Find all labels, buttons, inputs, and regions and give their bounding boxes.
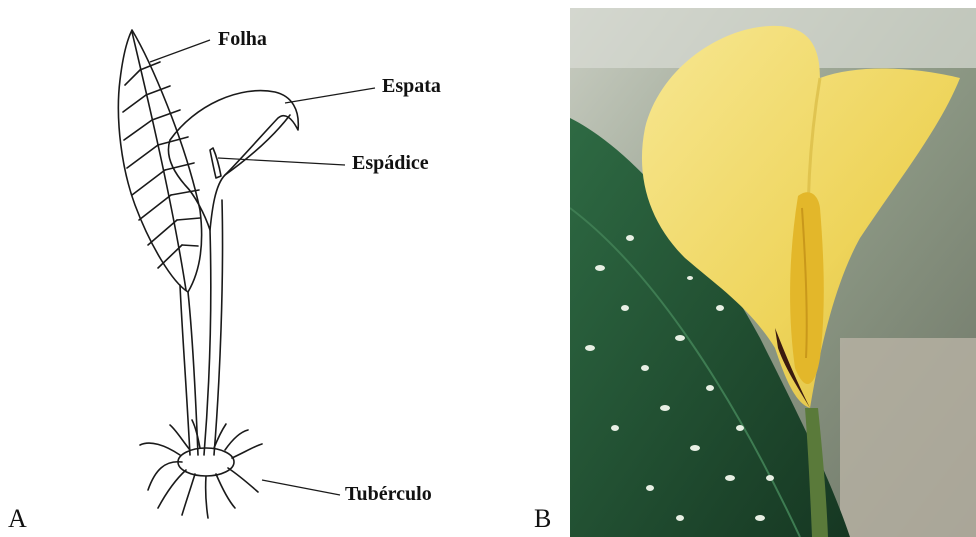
leader-espata (285, 88, 375, 103)
flower-stalk (204, 230, 211, 455)
leader-folha (150, 40, 210, 62)
leader-tuberculo (262, 480, 340, 495)
label-tuberculo: Tubérculo (345, 483, 432, 506)
spathe-outline (168, 91, 298, 230)
panel-letter-a: A (8, 504, 27, 534)
calla-lily-photo (570, 8, 976, 537)
plant-drawing (0, 0, 560, 537)
label-espadice: Espádice (352, 152, 429, 175)
diagram-panel: Folha Espata Espádice Tubérculo A (0, 0, 560, 537)
label-folha: Folha (218, 28, 267, 51)
label-espata: Espata (382, 75, 441, 98)
tuber (178, 448, 234, 476)
spadix-outline (210, 148, 221, 178)
panel-letter-b: B (534, 504, 551, 534)
photo-panel (570, 8, 976, 537)
leaf-outline (118, 30, 201, 292)
